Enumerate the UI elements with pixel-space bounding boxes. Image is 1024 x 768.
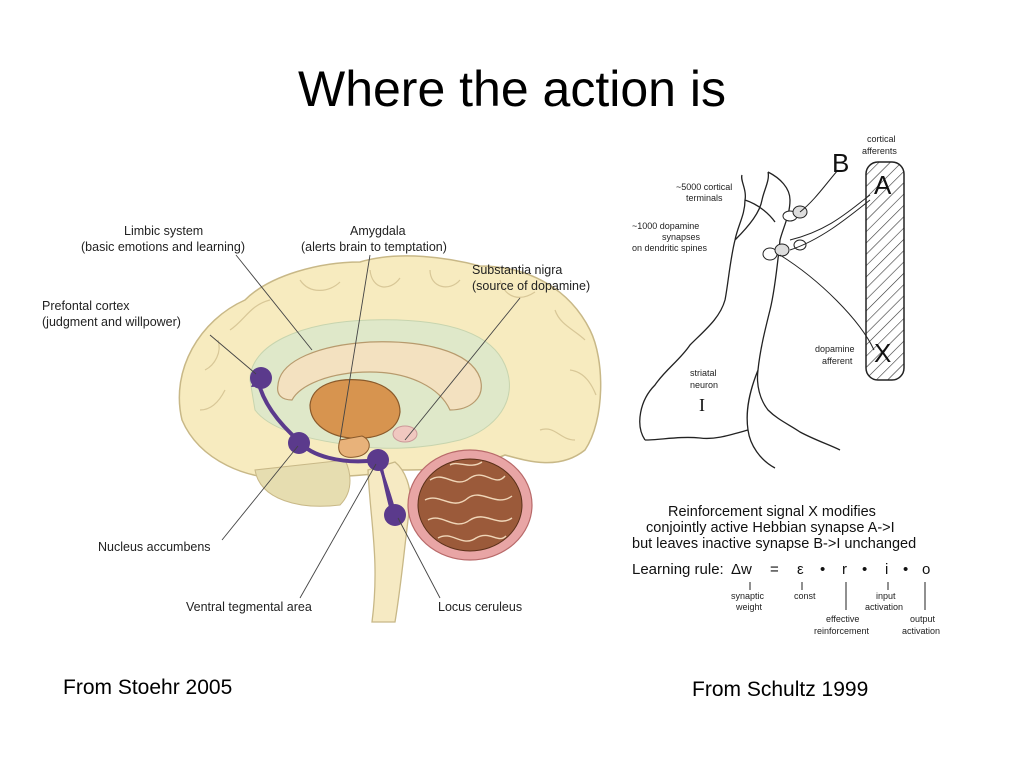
afferent-column xyxy=(865,161,905,381)
brain-diagram: Limbic system (basic emotions and learni… xyxy=(42,224,602,623)
statement-line-3: but leaves inactive synapse B->I unchang… xyxy=(632,536,916,552)
term-equals: = xyxy=(770,561,779,578)
label-dendritic-spines: on dendritic spines xyxy=(632,243,708,253)
node-prefrontal xyxy=(250,367,272,389)
node-accumbens xyxy=(288,432,310,454)
term-i: i xyxy=(885,561,888,578)
node-locus xyxy=(384,504,406,526)
corpus-callosum xyxy=(277,341,482,411)
label-limbic-system: Limbic system xyxy=(124,224,203,238)
term-dot-2: • xyxy=(862,561,867,578)
term-delta-w: Δw xyxy=(731,561,752,578)
label-cortical: cortical xyxy=(867,134,896,144)
label-substantia-nigra: Substantia nigra xyxy=(472,263,562,277)
schultz-diagram: cortical afferents B A X ~5000 cortical … xyxy=(632,134,940,636)
leader-lines xyxy=(209,254,521,599)
letter-a: A xyxy=(874,170,892,200)
statement-line-1: Reinforcement signal X modifies xyxy=(668,504,876,520)
label-reinforcement: reinforcement xyxy=(814,626,870,636)
label-nucleus-accumbens: Nucleus accumbens xyxy=(98,540,211,554)
label-input: input xyxy=(876,591,896,601)
term-o: o xyxy=(922,561,930,578)
label-terminals: terminals xyxy=(686,193,723,203)
pink-structure xyxy=(392,425,418,443)
caption-left: From Stoehr 2005 xyxy=(63,676,233,699)
label-input-activation: activation xyxy=(865,602,903,612)
dopamine-pathway xyxy=(250,367,406,526)
label-afferents: afferents xyxy=(862,146,897,156)
label-prefrontal-desc: (judgment and willpower) xyxy=(42,315,181,329)
brainstem xyxy=(367,461,411,623)
letter-x: X xyxy=(874,338,891,368)
label-synapses: synapses xyxy=(662,232,701,242)
label-dopamine-synapses-count: ~1000 dopamine xyxy=(632,221,699,231)
label-ventral-tegmental-area: Ventral tegmental area xyxy=(186,600,312,614)
term-epsilon: ε xyxy=(797,561,804,578)
term-r: r xyxy=(842,561,847,578)
label-striatal: striatal xyxy=(690,368,717,378)
term-dot-1: • xyxy=(820,561,825,578)
label-synaptic: synaptic xyxy=(731,591,765,601)
label-substantia-desc: (source of dopamine) xyxy=(472,279,590,293)
label-weight: weight xyxy=(735,602,763,612)
cerebellum xyxy=(407,449,533,561)
term-dot-3: • xyxy=(903,561,908,578)
label-dopamine: dopamine xyxy=(815,344,855,354)
label-output-activation: activation xyxy=(902,626,940,636)
label-const: const xyxy=(794,591,816,601)
cortex-folds xyxy=(199,269,597,441)
learning-rule-label: Learning rule: xyxy=(632,561,724,578)
label-prefrontal-cortex: Prefontal cortex xyxy=(42,299,130,313)
caption-right: From Schultz 1999 xyxy=(692,678,869,701)
letter-i: I xyxy=(699,395,705,415)
label-afferent: afferent xyxy=(822,356,853,366)
label-output: output xyxy=(910,614,936,624)
letter-b: B xyxy=(832,148,849,178)
label-limbic-desc: (basic emotions and learning) xyxy=(81,240,245,254)
slide-title: Where the action is xyxy=(298,61,726,117)
label-amygdala-desc: (alerts brain to temptation) xyxy=(301,240,447,254)
label-locus-ceruleus: Locus ceruleus xyxy=(438,600,522,614)
node-vta xyxy=(367,449,389,471)
statement-line-2: conjointly active Hebbian synapse A->I xyxy=(646,520,895,536)
midbrain-shading xyxy=(254,459,351,507)
amygdala-hook xyxy=(338,435,370,458)
synapses xyxy=(762,205,808,261)
striatal-neuron-outline xyxy=(639,171,841,469)
afferent-lines xyxy=(779,169,875,351)
label-amygdala: Amygdala xyxy=(350,224,406,238)
label-cortical-terminals: ~5000 cortical xyxy=(676,182,732,192)
thalamus xyxy=(309,379,401,439)
label-effective: effective xyxy=(826,614,859,624)
label-neuron: neuron xyxy=(690,380,718,390)
rule-ticks xyxy=(749,582,926,610)
